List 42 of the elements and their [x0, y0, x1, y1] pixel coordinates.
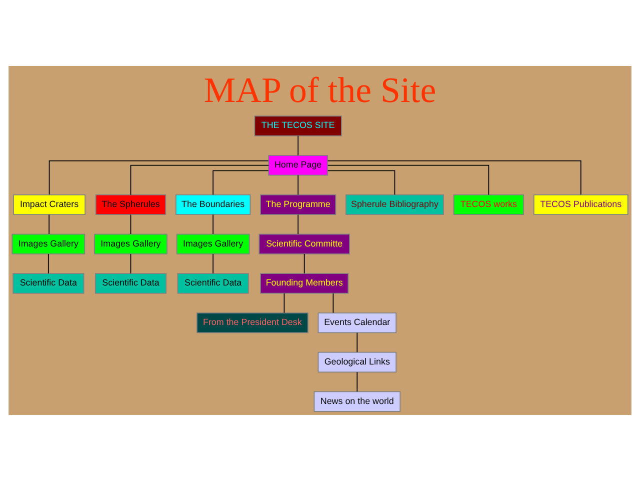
connector [327, 164, 490, 195]
node-box: Spherule Bibliography [346, 194, 444, 214]
connector [130, 164, 269, 195]
connector [356, 332, 358, 352]
node-box: Events Calendar [318, 312, 397, 333]
node-box: The Programme [260, 194, 336, 214]
connector [298, 174, 299, 195]
connector [332, 292, 334, 313]
connector [130, 253, 132, 274]
node-box: Images Gallery [12, 233, 86, 254]
connector [212, 253, 214, 274]
connector [298, 214, 299, 234]
connector [327, 160, 582, 194]
node-box: Scientific Data [177, 272, 249, 294]
connector [130, 214, 132, 234]
node-box: News on the world [314, 390, 401, 412]
node-box: Scientific Data [94, 272, 167, 294]
connector [356, 371, 358, 392]
connector [212, 170, 269, 195]
connector [304, 253, 305, 274]
node-box: Impact Craters [13, 194, 86, 214]
connector [48, 214, 50, 234]
connector [48, 253, 49, 274]
node-box: Images Gallery [176, 233, 250, 254]
connector [284, 292, 285, 313]
connector [298, 134, 299, 156]
node-box: TECOS works [453, 194, 524, 214]
diagram-title: MAP of the Site [204, 69, 436, 110]
node-box: Founding Members [260, 272, 349, 294]
node-box: Scientific Committe [258, 233, 350, 254]
node-box: The Spherules [95, 194, 166, 214]
node-box: TECOS Publications [533, 194, 628, 214]
node-box: THE TECOS SITE [254, 115, 342, 136]
node-box: Home Page [268, 154, 328, 176]
connector [327, 170, 396, 195]
node-box: The Boundaries [175, 194, 251, 214]
connector [48, 160, 269, 194]
node-box: Images Gallery [94, 233, 168, 254]
node-box: Geological Links [318, 351, 397, 372]
connector [212, 214, 214, 234]
node-box: Scientific Data [12, 272, 84, 294]
node-box: From the President Desk [196, 312, 308, 333]
